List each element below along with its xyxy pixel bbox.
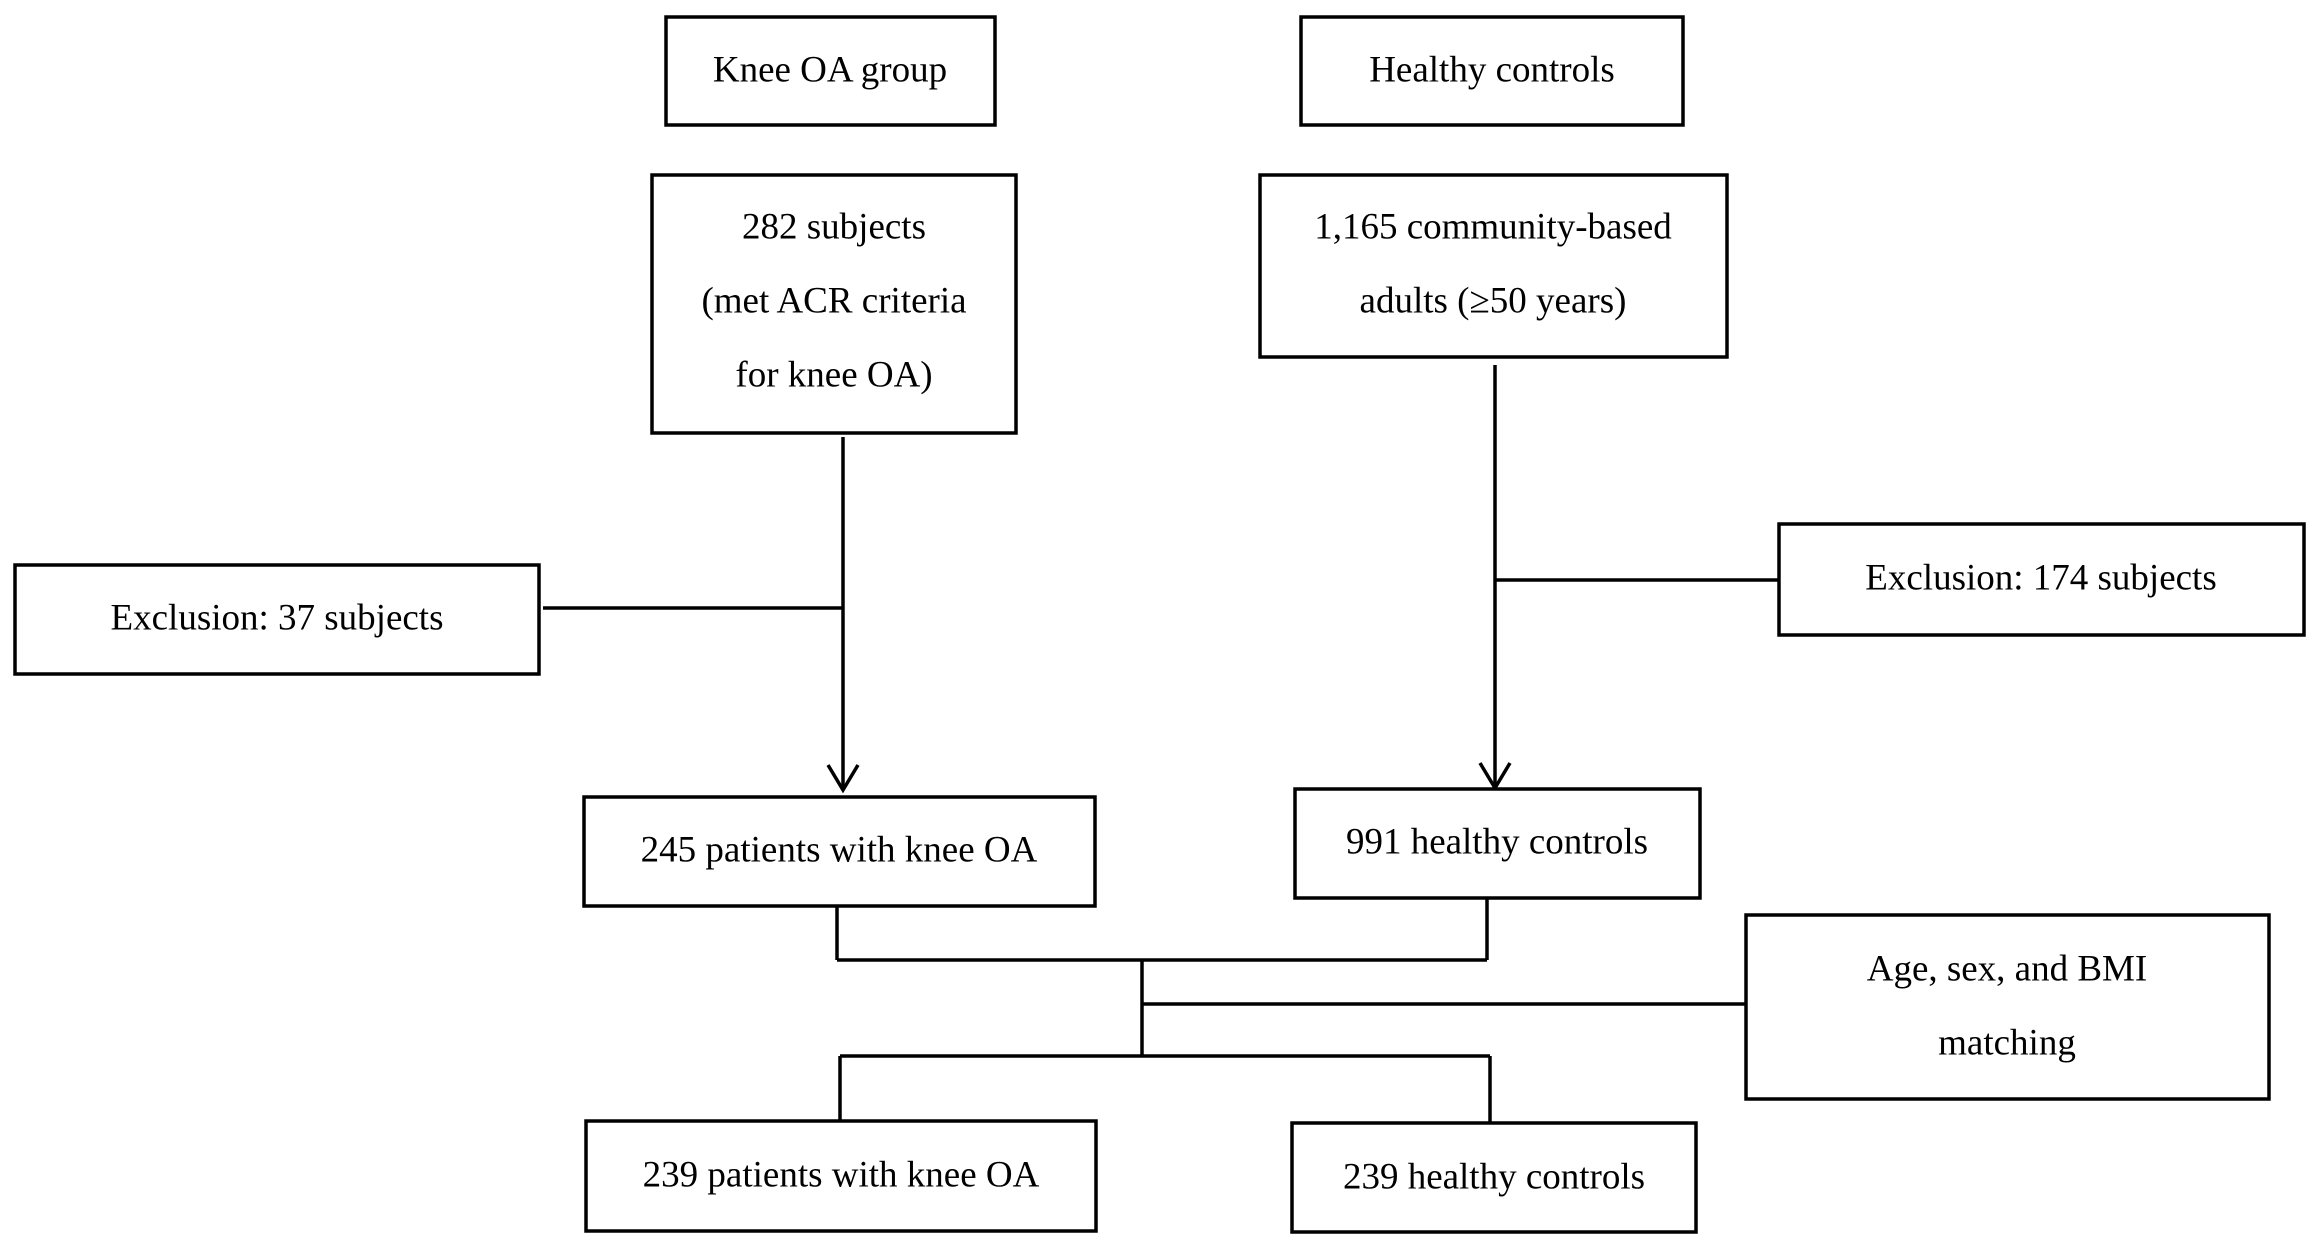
healthy-final-label: 239 healthy controls [1343,1156,1645,1197]
knee-oa-initial-box: 282 subjects (met ACR criteria for knee … [650,173,1018,435]
knee-oa-final-box: 239 patients with knee OA [584,1119,1098,1233]
connectors [543,365,1779,1122]
healthy-after-exclusion-box: 991 healthy controls [1293,787,1702,900]
knee-oa-after-exclusion-label: 245 patients with knee OA [641,829,1038,870]
knee-oa-header-label: Knee OA group [713,49,947,90]
healthy-initial-box: 1,165 community-based adults (≥50 years) [1258,173,1729,359]
oa-arrowhead [826,764,860,794]
matching-line-2: matching [1938,1022,2076,1063]
knee-oa-header-box: Knee OA group [664,15,997,127]
knee-oa-exclusion-box: Exclusion: 37 subjects [13,563,541,676]
healthy-header-box: Healthy controls [1299,15,1685,127]
knee-oa-after-exclusion-box: 245 patients with knee OA [582,795,1097,908]
knee-oa-initial-line-3: for knee OA) [735,354,932,395]
knee-oa-final-label: 239 patients with knee OA [643,1154,1040,1195]
matching-line-1: Age, sex, and BMI [1867,948,2148,989]
healthy-initial-line-2: adults (≥50 years) [1360,280,1627,321]
healthy-exclusion-box: Exclusion: 174 subjects [1777,522,2306,637]
healthy-header-label: Healthy controls [1369,49,1615,90]
healthy-after-exclusion-label: 991 healthy controls [1346,821,1648,862]
matching-box: Age, sex, and BMI matching [1744,913,2271,1101]
healthy-initial-line-1: 1,165 community-based [1314,206,1672,247]
healthy-final-box: 239 healthy controls [1290,1121,1698,1234]
knee-oa-initial-line-1: 282 subjects [742,206,926,247]
knee-oa-initial-line-2: (met ACR criteria [701,280,966,321]
healthy-exclusion-label: Exclusion: 174 subjects [1865,557,2216,598]
knee-oa-exclusion-label: Exclusion: 37 subjects [111,597,444,638]
